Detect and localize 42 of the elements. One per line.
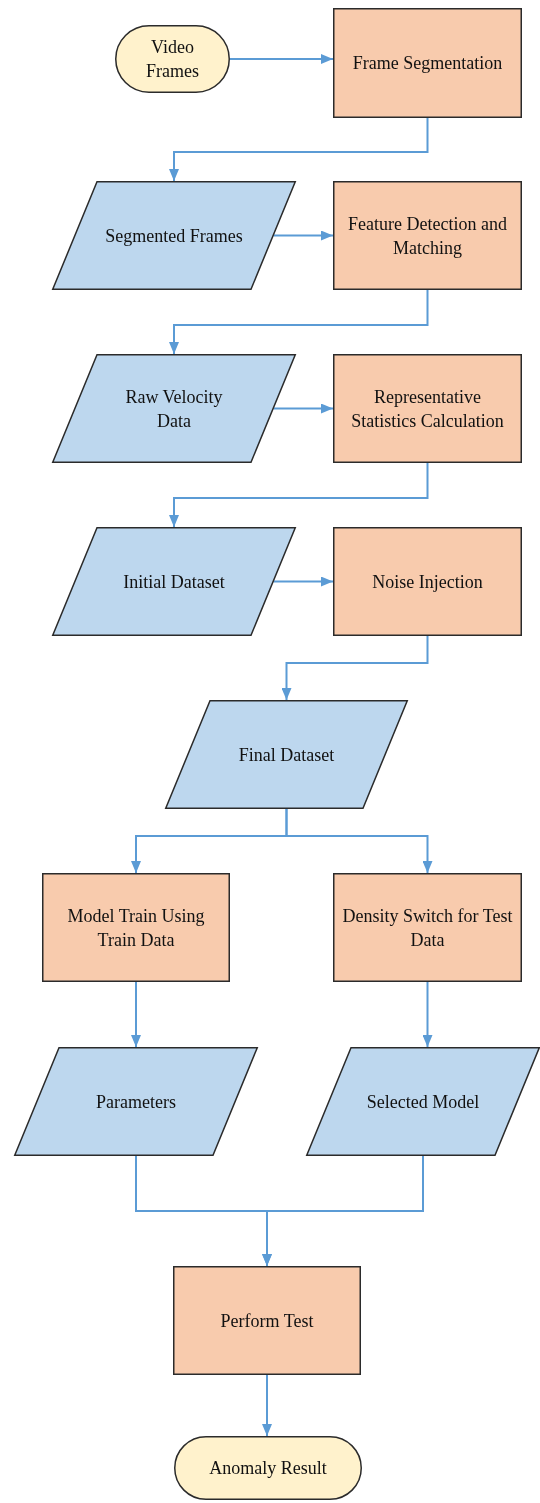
arrow bbox=[131, 981, 141, 1048]
node-label: Parameters bbox=[96, 1090, 176, 1114]
arrow bbox=[281, 635, 429, 701]
node-label: Selected Model bbox=[366, 1090, 480, 1114]
arrow bbox=[262, 1155, 424, 1267]
data-parallelogram bbox=[52, 354, 296, 463]
data-parallelogram bbox=[165, 700, 408, 809]
arrow bbox=[422, 981, 433, 1048]
data-parallelogram bbox=[14, 1047, 258, 1156]
node-label: Anomaly Result bbox=[209, 1457, 327, 1480]
process-box bbox=[42, 873, 230, 982]
arrow bbox=[262, 1374, 272, 1437]
arrow bbox=[229, 54, 334, 64]
node-label: Feature Detection and Matching bbox=[347, 212, 508, 260]
terminal-shape bbox=[174, 1436, 362, 1500]
arrow bbox=[272, 230, 334, 241]
data-parallelogram bbox=[306, 1047, 540, 1156]
node-label: Perform Test bbox=[220, 1309, 314, 1333]
arrow bbox=[169, 117, 429, 182]
process-box bbox=[333, 354, 522, 463]
node-label: Model Train Using Train Data bbox=[66, 904, 206, 952]
node-label: Noise Injection bbox=[372, 570, 483, 594]
arrow bbox=[272, 403, 334, 414]
process-box bbox=[173, 1266, 361, 1375]
process-box bbox=[333, 8, 522, 118]
arrow bbox=[169, 462, 429, 528]
node-label: Raw Velocity Data bbox=[124, 385, 224, 433]
node-label: Density Switch for Test Data bbox=[342, 904, 513, 952]
node-label: Segmented Frames bbox=[105, 224, 243, 248]
node-label: Representative Statistics Calculation bbox=[350, 385, 505, 433]
process-box bbox=[333, 181, 522, 290]
node-label: Final Dataset bbox=[238, 743, 335, 767]
process-box bbox=[333, 873, 522, 982]
data-parallelogram bbox=[52, 527, 296, 636]
data-parallelogram bbox=[52, 181, 296, 290]
arrow bbox=[285, 808, 433, 874]
node-label: Frame Segmentation bbox=[352, 52, 503, 75]
node-label: Initial Dataset bbox=[123, 570, 225, 594]
arrow bbox=[272, 576, 334, 587]
node-label: Video Frames bbox=[145, 36, 200, 83]
arrow bbox=[169, 289, 429, 355]
process-box bbox=[333, 527, 522, 636]
